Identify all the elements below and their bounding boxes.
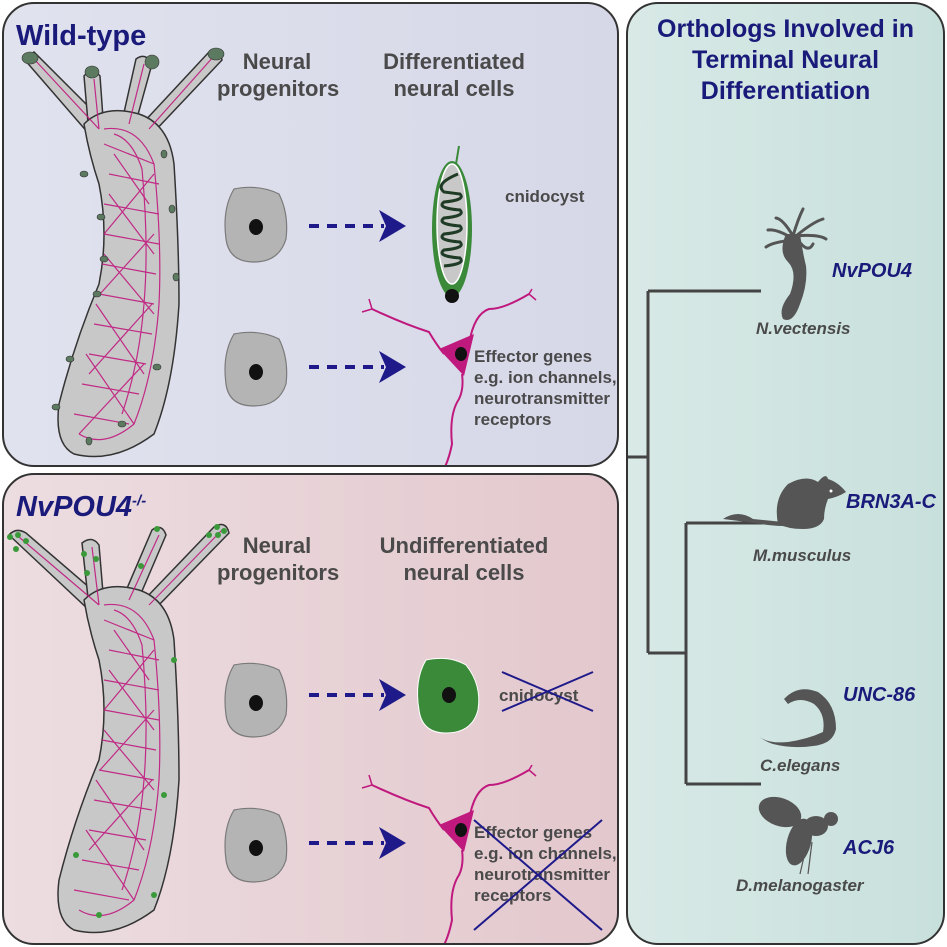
heading-line: Neural [242,533,312,558]
cnidocyst-label: cnidocyst [505,187,585,206]
heading-line: neural cells [393,76,515,101]
progenitors-heading: Neural progenitors [217,532,340,586]
arrow-icon [309,351,406,383]
polyp-icon [21,47,225,458]
gene-label-unc-86: UNC-86 [843,684,916,706]
cnidocyte-icon [432,145,472,303]
title-line: Orthologs Involved in [657,15,914,43]
phylogenetic-tree [628,207,846,875]
species-label-dmelanogaster: D.melanogaster [736,876,864,895]
label-line: receptors [474,410,552,429]
mutant-gene-name: NvPOU4 [16,491,133,523]
mutant-illustration [7,523,537,943]
undifferentiated-cell-icon [417,657,480,734]
effector-genes-label: Effector genes e.g. ion channels, neurot… [474,346,617,430]
heading-line: Differentiated [383,49,525,74]
gene-label-brn3a-c: BRN3A-C [846,491,936,513]
mouse-icon [723,476,846,529]
gene-label-nvpou4: NvPOU4 [832,260,913,282]
label-line: receptors [474,886,552,905]
neuron-icon [361,764,537,943]
worm-icon [758,689,836,748]
label-line: Effector genes [474,823,593,842]
wild-type-panel: Wild-type Neural progenitors Differentia… [2,2,619,467]
progenitor-cell-bottom [224,331,288,407]
undifferentiated-heading: Undifferentiated neural cells [369,532,559,586]
effector-genes-label-crossed: Effector genes e.g. ion channels, neurot… [474,822,617,906]
heading-line: Neural [242,49,312,74]
arrow-icon [309,679,406,711]
progenitors-heading: Neural progenitors [217,48,340,102]
species-label-mmusculus: M.musculus [753,546,852,565]
orthologs-panel: Orthologs Involved in Terminal Neural Di… [626,2,945,945]
wild-type-illustration [21,47,537,465]
label-line: Effector genes [474,347,593,366]
polyp-icon [7,523,230,934]
heading-line: Undifferentiated [379,533,549,558]
mutant-title: NvPOU4-/- [16,491,146,524]
progenitor-cell-top [224,186,288,263]
title-line: Differentiation [700,77,871,105]
label-line: e.g. ion channels, [474,844,617,863]
neuron-icon [361,288,537,465]
gene-label-acj6: ACJ6 [843,837,895,859]
genotype-superscript: -/- [132,492,147,510]
differentiated-heading: Differentiated neural cells [369,48,539,102]
tree-branches [628,289,763,786]
progenitor-cell-bottom [224,807,288,883]
sea-anemone-icon [764,207,828,320]
cnidocyst-label-crossed: cnidocyst [499,686,579,705]
label-line: neurotransmitter [474,389,611,408]
title-line: Terminal Neural [691,46,880,74]
wild-type-title: Wild-type [16,20,147,52]
progenitor-cell-top [224,662,288,738]
heading-line: progenitors [217,560,340,585]
fly-icon [758,796,838,875]
heading-line: progenitors [217,76,340,101]
mutant-panel: NvPOU4-/- Neural progenitors Undifferent… [2,473,619,945]
arrow-icon [309,827,406,859]
species-label-celegans: C.elegans [760,756,841,775]
heading-line: neural cells [403,560,525,585]
label-line: e.g. ion channels, [474,368,617,387]
species-label-nvectensis: N.vectensis [756,319,851,338]
orthologs-title: Orthologs Involved in Terminal Neural Di… [628,14,943,107]
label-line: neurotransmitter [474,865,611,884]
arrow-icon [309,210,406,242]
